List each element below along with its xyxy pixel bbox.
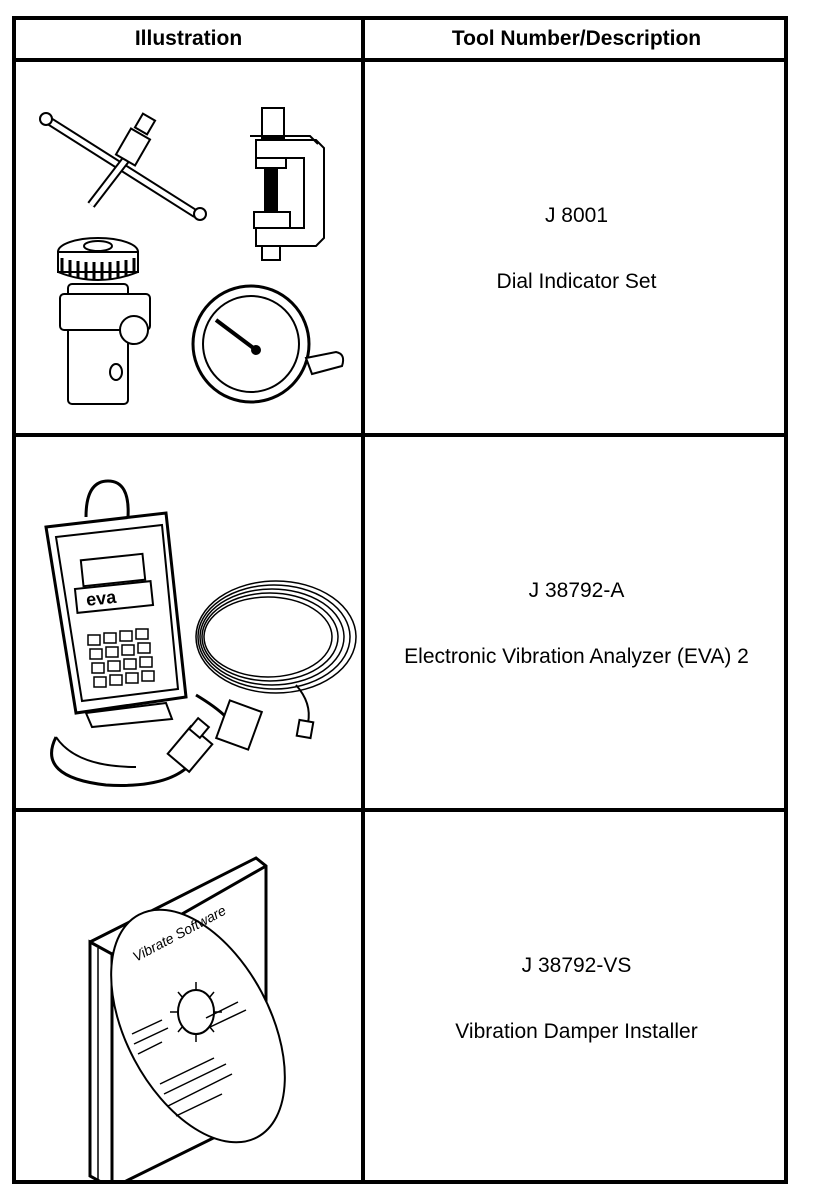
row-divider: [16, 808, 784, 812]
tool-number: J 38792-VS: [521, 954, 632, 977]
dial-indicator-set-icon: [39, 107, 345, 405]
analyzer-body-icon: eva: [44, 511, 188, 729]
vibration-analyzer-icon: eva: [44, 479, 357, 787]
tool-number: J 8001: [544, 204, 609, 227]
description-cell-j8001: J 8001 Dial Indicator Set: [365, 62, 788, 433]
header-illustration: Illustration: [134, 27, 243, 50]
software-cd-icon: Vibrate Software: [88, 856, 286, 1180]
c-clamp-icon: [250, 107, 325, 261]
header-divider: [16, 58, 784, 62]
coiled-cable-icon: [195, 580, 357, 694]
tool-description: Electronic Vibration Analyzer (EVA) 2: [404, 645, 749, 668]
tools-table: Illustration Tool Number/Description: [12, 16, 788, 1184]
tool-description: Dial Indicator Set: [496, 270, 657, 293]
dial-gauge-icon: [191, 284, 345, 404]
row-divider: [16, 433, 784, 437]
description-cell-j38792a: J 38792-A Electronic Vibration Analyzer …: [365, 437, 788, 808]
cross-handle-icon: [39, 112, 207, 221]
illustration-cell-vibration-analyzer: eva: [16, 437, 361, 808]
tool-number: J 38792-A: [528, 579, 625, 602]
column-divider: [361, 20, 365, 1180]
device-label: eva: [85, 587, 118, 610]
keypad-icon: [87, 628, 155, 688]
indicator-holder-icon: [57, 237, 151, 405]
illustration-cell-dial-indicator: [16, 62, 361, 433]
tool-description: Vibration Damper Installer: [455, 1020, 698, 1043]
description-cell-j38792vs: J 38792-VS Vibration Damper Installer: [365, 812, 788, 1180]
illustration-cell-software-cd: Vibrate Software: [16, 812, 361, 1180]
header-tool-description: Tool Number/Description: [451, 27, 702, 50]
